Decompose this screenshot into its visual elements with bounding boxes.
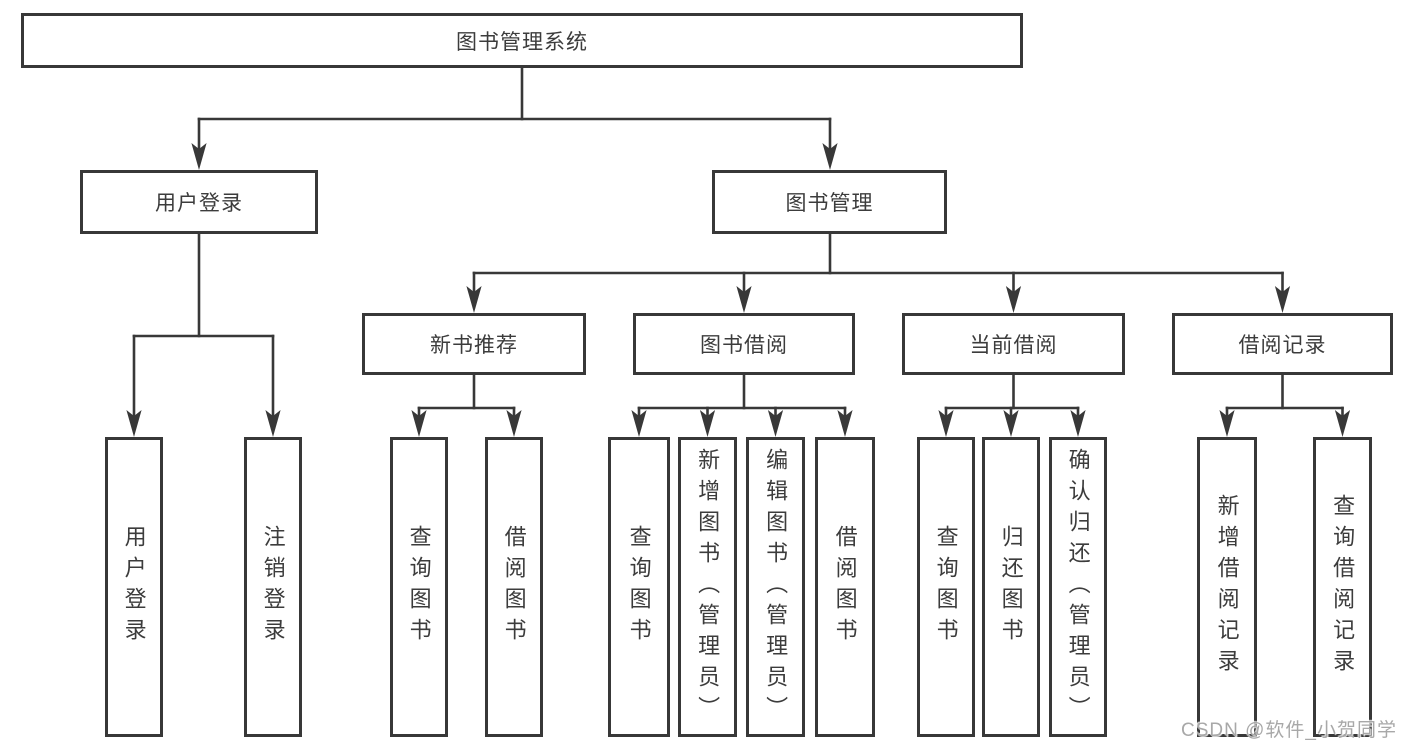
node-label: 图书借阅: [700, 334, 788, 357]
leaf-add-borrow-record: 新增借阅记录: [1197, 437, 1257, 737]
watermark: CSDN @软件_小贺同学: [1181, 720, 1397, 741]
leaf-query-books-recommend: 查询图书: [390, 437, 448, 737]
node-label: 当前借阅: [969, 334, 1058, 357]
leaf-borrow-books: 借阅图书: [815, 437, 875, 737]
node-user-login: 用户登录: [80, 170, 318, 234]
leaf-label: 查询图书: [626, 525, 652, 649]
leaf-borrow-books-recommend: 借阅图书: [485, 437, 543, 737]
node-new-book-recommend: 新书推荐: [362, 313, 586, 375]
leaf-label: 归还图书: [998, 525, 1024, 649]
leaf-label: 新增借阅记录: [1214, 494, 1240, 680]
leaf-label: 查询图书: [406, 525, 432, 649]
node-label: 图书管理系统: [456, 30, 588, 54]
node-label: 图书管理: [785, 192, 874, 215]
node-borrow-records: 借阅记录: [1172, 313, 1393, 375]
leaf-user-login: 用户登录: [105, 437, 163, 737]
leaf-label: 新增图书（管理员）: [695, 447, 721, 727]
leaf-edit-book-admin: 编辑图书（管理员）: [746, 437, 805, 737]
leaf-label: 借阅图书: [501, 525, 527, 649]
node-book-management: 图书管理: [712, 170, 947, 234]
node-library-system: 图书管理系统: [21, 13, 1023, 68]
leaf-label: 确认归还（管理员）: [1065, 447, 1091, 727]
node-current-borrow: 当前借阅: [902, 313, 1125, 375]
leaf-return-books: 归还图书: [982, 437, 1040, 737]
leaf-confirm-return-admin: 确认归还（管理员）: [1049, 437, 1107, 737]
leaf-label: 借阅图书: [832, 525, 858, 649]
node-label: 新书推荐: [430, 334, 518, 357]
leaf-label: 查询图书: [933, 525, 959, 649]
leaf-query-borrow-record: 查询借阅记录: [1313, 437, 1372, 737]
node-label: 借阅记录: [1238, 334, 1327, 357]
leaf-label: 注销登录: [260, 525, 286, 649]
leaf-query-books-borrow: 查询图书: [608, 437, 670, 737]
leaf-label: 用户登录: [121, 525, 147, 649]
node-book-borrow: 图书借阅: [633, 313, 855, 375]
leaf-label: 查询借阅记录: [1330, 494, 1356, 680]
leaf-query-books-current: 查询图书: [917, 437, 975, 737]
leaf-label: 编辑图书（管理员）: [763, 447, 789, 727]
leaf-add-book-admin: 新增图书（管理员）: [678, 437, 737, 737]
node-label: 用户登录: [155, 192, 243, 215]
leaf-logout: 注销登录: [244, 437, 302, 737]
